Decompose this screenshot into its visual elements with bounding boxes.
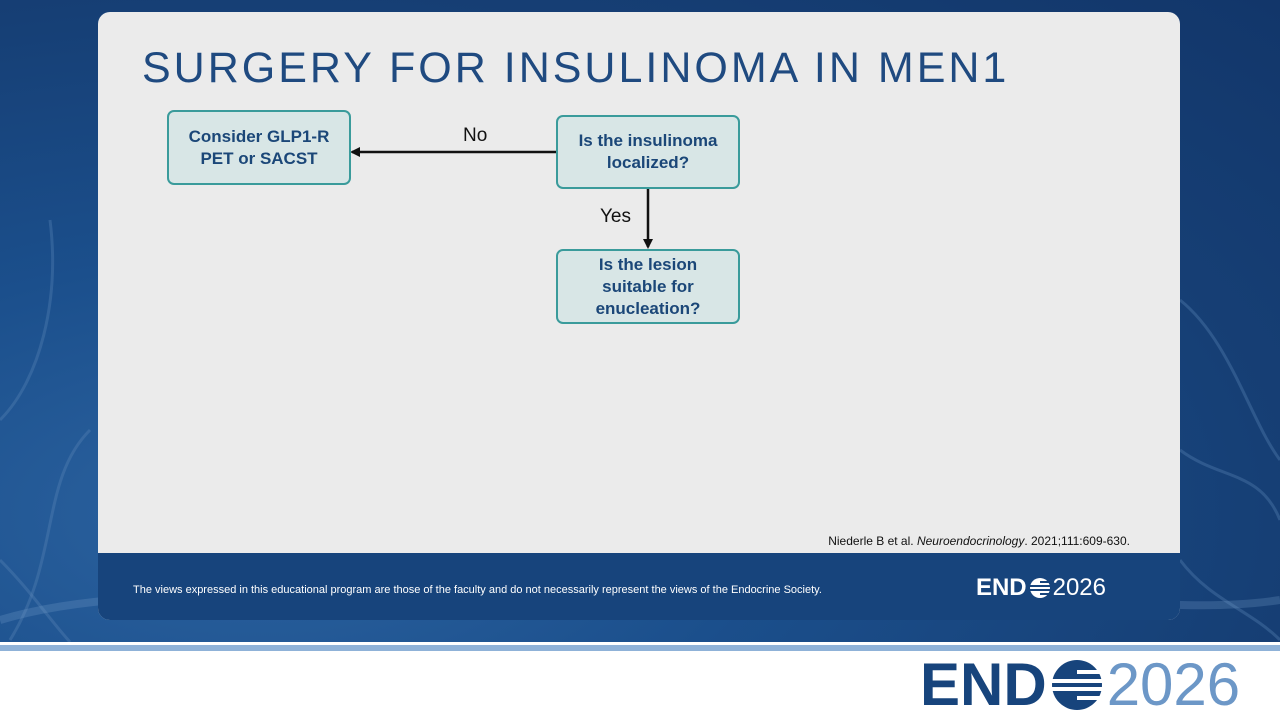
node-lesion-enucleation: Is the lesion suitable for enucleation? [556,249,740,324]
citation-details: . 2021;111:609-630. [1024,534,1130,548]
bottom-logo-word: END [920,651,1047,718]
banner-divider-light [0,642,1280,645]
citation-journal: Neuroendocrinology [916,534,1025,548]
edge-label-yes: Yes [600,206,631,227]
edge-label-no: No [463,125,488,146]
bottom-logo-year: 2026 [1106,651,1241,718]
citation: Niederle B et al. Neuroendocrinology. 20… [828,534,1130,548]
footer-logo-year: 2026 [1052,574,1106,601]
node-consider-glp1r-pet: Consider GLP1-R PET or SACST [167,110,351,185]
node-line: localized? [606,153,690,172]
citation-authors: Niederle B et al. [828,534,917,548]
flowchart-connectors [350,147,653,249]
node-line: PET or SACST [200,148,318,168]
node-line: Is the lesion [598,254,698,274]
node-line: Is the insulinoma [578,131,718,150]
banner-divider [0,645,1280,651]
node-line: Consider GLP1-R [188,126,330,146]
slide-footer: The views expressed in this educational … [98,553,1180,620]
node-line: suitable for [602,276,694,296]
bottom-endo-logo: END 2026 [920,654,1240,716]
slide-card: SURGERY FOR INSULINOMA IN MEN1 Consider … [98,12,1180,620]
slide-title: SURGERY FOR INSULINOMA IN MEN1 [142,44,1010,92]
footer-logo-word: END [975,574,1027,601]
disclaimer-text: The views expressed in this educational … [133,584,822,596]
node-line: enucleation? [595,298,701,318]
globe-icon [1029,578,1050,598]
node-insulinoma-localized: Is the insulinoma localized? [556,115,740,189]
footer-endo-logo: END 2026 [976,573,1106,603]
globe-icon [1051,660,1102,710]
